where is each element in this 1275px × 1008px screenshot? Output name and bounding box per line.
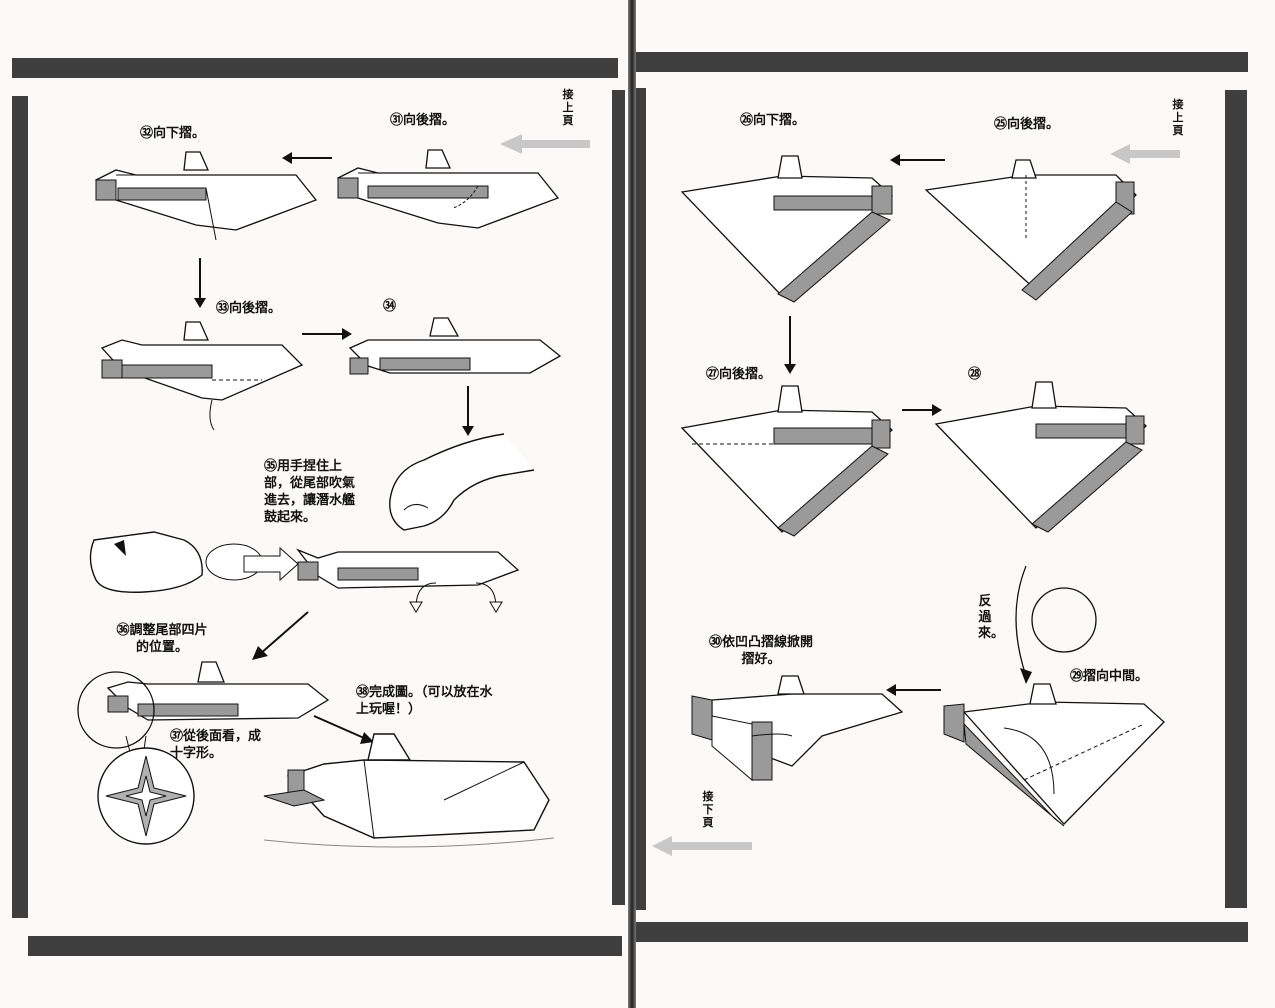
- boy-face-illustration: [89, 531, 299, 593]
- step-27-diagram: [680, 385, 893, 537]
- step-29-diagram: [943, 683, 1165, 827]
- step-36-diagram: [106, 661, 330, 721]
- arrow-left-icon: [890, 154, 945, 166]
- arrow-left-icon: [282, 152, 332, 164]
- step-26-label: ㉖向下摺。: [740, 113, 806, 128]
- step-31-diagram: [336, 149, 560, 229]
- step-34-diagram: [348, 317, 562, 375]
- left-frame-bar: [636, 88, 646, 910]
- curl-arrow-icon: [409, 582, 503, 613]
- step-26-diagram: [680, 155, 893, 303]
- step-37-label: ㊲從後面看，成十字形。: [170, 729, 262, 761]
- step-35-diagram: [296, 548, 520, 589]
- step-25-diagram: [924, 159, 1137, 301]
- step-35-label: ㉟用手捏住上部，從尾部吹氣進去，讓潛水艦鼓起來。: [264, 459, 356, 525]
- right-page: 接上頁 接下頁 反過來。 ㉕向後摺。 ㉖向下摺。 ㉗向後摺。 ㉘ ㉙摺向中間。 …: [636, 0, 1275, 1008]
- flip-over-icon: [1015, 565, 1097, 684]
- step-25-label: ㉕向後摺。: [994, 117, 1060, 132]
- arrow-down-icon: [462, 386, 474, 436]
- top-frame-bar: [636, 52, 1248, 72]
- step-30-label: ㉚依凹凸摺線掀開摺好。: [708, 635, 813, 667]
- flip-over-label: 反過來。: [978, 594, 1005, 641]
- hand-illustration: [389, 433, 535, 531]
- step-29-label: ㉙摺向中間。: [1070, 669, 1149, 684]
- step-33-diagram: [100, 321, 304, 431]
- step-37-rear-view: [97, 735, 195, 845]
- rear-view-circle: [77, 671, 155, 749]
- step-38-label: ㊳完成圖。（可以放在水上玩喔！）: [356, 685, 493, 717]
- step-32-label: ㉜向下摺。: [140, 126, 206, 141]
- left-frame-bar: [12, 96, 28, 918]
- ghost-arrow-icon: [1110, 144, 1180, 164]
- arrow-down-icon: [194, 258, 206, 308]
- step-32-diagram: [94, 151, 318, 241]
- right-frame-bar: [1225, 90, 1247, 908]
- ghost-arrow-icon: [500, 134, 590, 154]
- arrow-down-icon: [784, 316, 796, 374]
- arrow-diagonal-icon: [252, 611, 309, 660]
- arrow-right-icon: [302, 328, 352, 340]
- book-gutter: [628, 0, 636, 1008]
- step-36-label: ㊱調整尾部四片的位置。: [116, 623, 208, 655]
- right-frame-bar: [612, 90, 625, 905]
- step-34-label: ㉞: [383, 299, 397, 314]
- arrow-right-icon: [902, 404, 942, 416]
- top-frame-bar: [12, 58, 618, 78]
- ghost-arrow-icon: [652, 836, 752, 856]
- step-28-diagram: [934, 381, 1147, 533]
- bottom-frame-bar: [636, 922, 1248, 942]
- continued-to-label: 接下頁: [702, 790, 714, 829]
- step-28-label: ㉘: [968, 367, 982, 382]
- step-31-label: ㉛向後摺。: [390, 113, 456, 128]
- arrow-diagonal-icon: [313, 715, 374, 744]
- step-33-label: ㉝向後摺。: [216, 301, 282, 316]
- step-38-diagram: [263, 733, 555, 848]
- arrow-left-icon: [886, 684, 941, 696]
- continued-from-label: 接上頁: [562, 88, 574, 127]
- left-page: 接上頁 ㉛向後摺。 ㉜向下摺。 ㉝向後摺。 ㉞ ㉟用手捏住上部，從尾部吹氣進去，…: [0, 0, 628, 1008]
- continued-from-label: 接上頁: [1172, 98, 1184, 137]
- step-27-label: ㉗向後摺。: [706, 367, 772, 382]
- step-30-diagram: [691, 675, 904, 782]
- bottom-frame-bar: [28, 936, 622, 956]
